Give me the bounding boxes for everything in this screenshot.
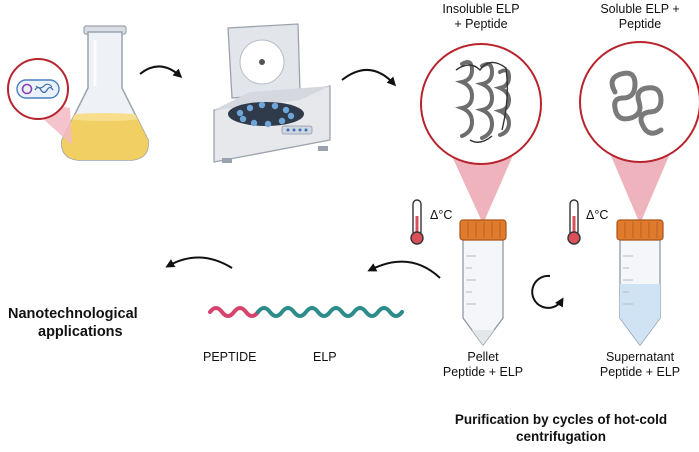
- peptide-wave: [208, 306, 260, 318]
- peptide-label: PEPTIDE: [203, 350, 257, 364]
- falcon-tube-icon: [459, 219, 507, 347]
- arrow-fusion-to-applications: [165, 256, 233, 269]
- thermometer-icon: [410, 199, 424, 245]
- arrow-centrifuge-to-tubes: [341, 68, 397, 87]
- insoluble-label: Insoluble ELP+ Peptide: [442, 2, 520, 31]
- supernatant-liquid: [620, 284, 660, 345]
- culture-medium: [61, 116, 149, 160]
- arrow-flask-to-centrifuge: [139, 65, 183, 79]
- aggregated-protein-icon: [420, 43, 542, 165]
- arrow-tube-to-fusion: [367, 260, 441, 279]
- falcon-tube-icon: [616, 219, 664, 347]
- delta-temperature-label: Δ°C: [430, 208, 453, 222]
- erlenmeyer-flask-icon: [61, 25, 149, 161]
- cycle-arrow-icon: [531, 274, 564, 309]
- soluble-label: Soluble ELP +Peptide: [600, 2, 680, 31]
- elp-wave: [256, 306, 404, 318]
- elp-label: ELP: [313, 350, 337, 364]
- centrifuge-icon: [213, 23, 331, 163]
- delta-temperature-label: Δ°C: [586, 208, 609, 222]
- thermometer-icon: [567, 199, 581, 245]
- coiled-protein-icon: [579, 41, 699, 163]
- pellet: [463, 330, 503, 345]
- bacteria-icon: [7, 58, 69, 120]
